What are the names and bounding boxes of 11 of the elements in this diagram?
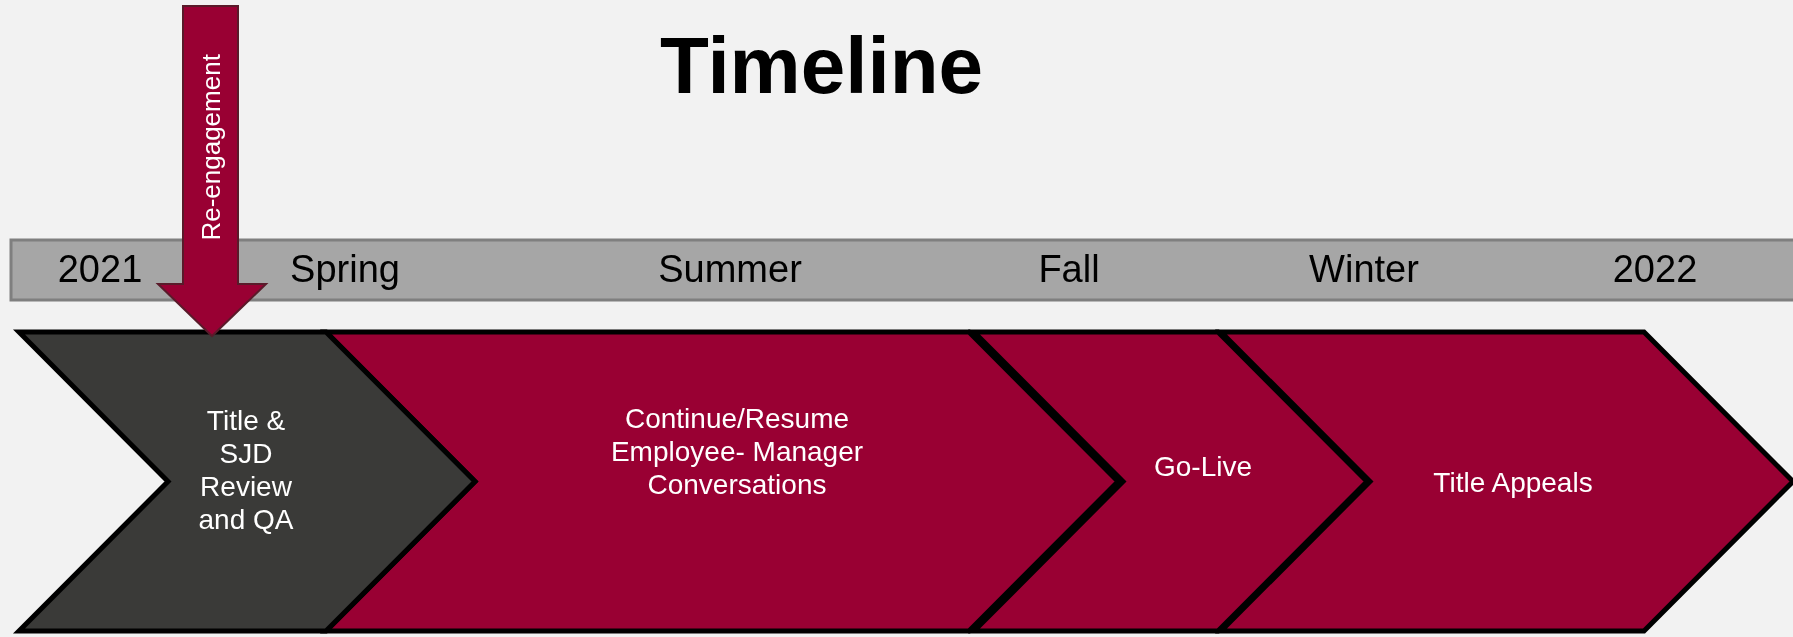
phase-label: Title & SJD Review and QA xyxy=(197,404,295,537)
vertical-label: Re-engagement xyxy=(195,53,227,243)
season-label: Summer xyxy=(658,249,802,291)
phase-label: Title Appeals xyxy=(1432,466,1594,500)
phase-label: Go-Live xyxy=(1152,450,1253,484)
season-label: 2022 xyxy=(1612,249,1698,291)
season-label: Spring xyxy=(290,249,400,291)
season-label: Fall xyxy=(1038,249,1100,291)
season-label: Winter xyxy=(1309,249,1419,291)
phase-label: Continue/Resume Employee- Manager Conversations xyxy=(609,402,865,502)
season-label: 2021 xyxy=(57,249,143,291)
